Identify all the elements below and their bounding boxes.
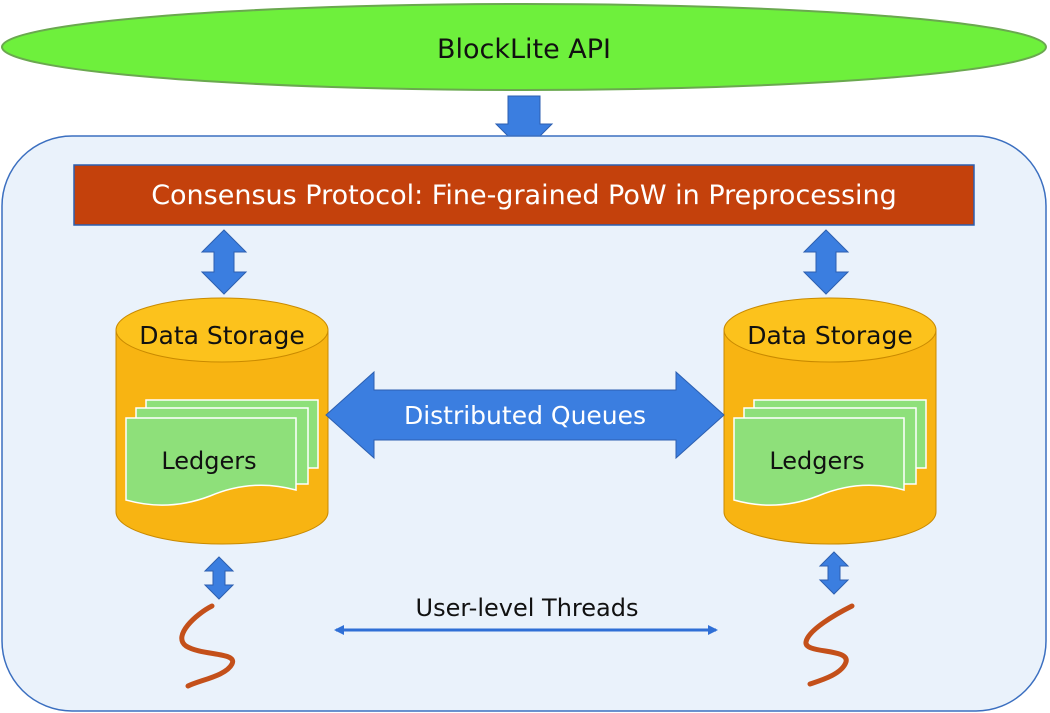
left-ledgers-stack: Ledgers — [125, 399, 319, 506]
left-consensus-arrow — [200, 229, 248, 295]
api-ellipse: BlockLite API — [1, 3, 1047, 91]
queues-label: Distributed Queues — [404, 401, 646, 430]
threads-label: User-level Threads — [416, 594, 639, 622]
left-data-storage: Data Storage Ledgers — [115, 297, 329, 545]
distributed-queues-arrow: Distributed Queues — [325, 370, 725, 460]
left-thread-squiggle-icon — [179, 603, 236, 689]
left-storage-title: Data Storage — [139, 321, 304, 350]
right-thread-arrow — [818, 551, 850, 595]
consensus-label: Consensus Protocol: Fine-grained PoW in … — [151, 180, 897, 211]
user-threads-arrow: User-level Threads — [334, 594, 718, 635]
right-thread-squiggle-icon — [803, 603, 855, 687]
right-ledgers-stack: Ledgers — [733, 399, 927, 506]
right-consensus-arrow — [802, 229, 850, 295]
consensus-bar: Consensus Protocol: Fine-grained PoW in … — [73, 164, 975, 226]
right-ledgers-label: Ledgers — [769, 447, 864, 475]
left-thread-arrow — [203, 556, 235, 600]
right-data-storage: Data Storage Ledgers — [723, 297, 937, 545]
left-ledgers-label: Ledgers — [161, 447, 256, 475]
api-label: BlockLite API — [437, 34, 611, 65]
right-storage-title: Data Storage — [747, 321, 912, 350]
